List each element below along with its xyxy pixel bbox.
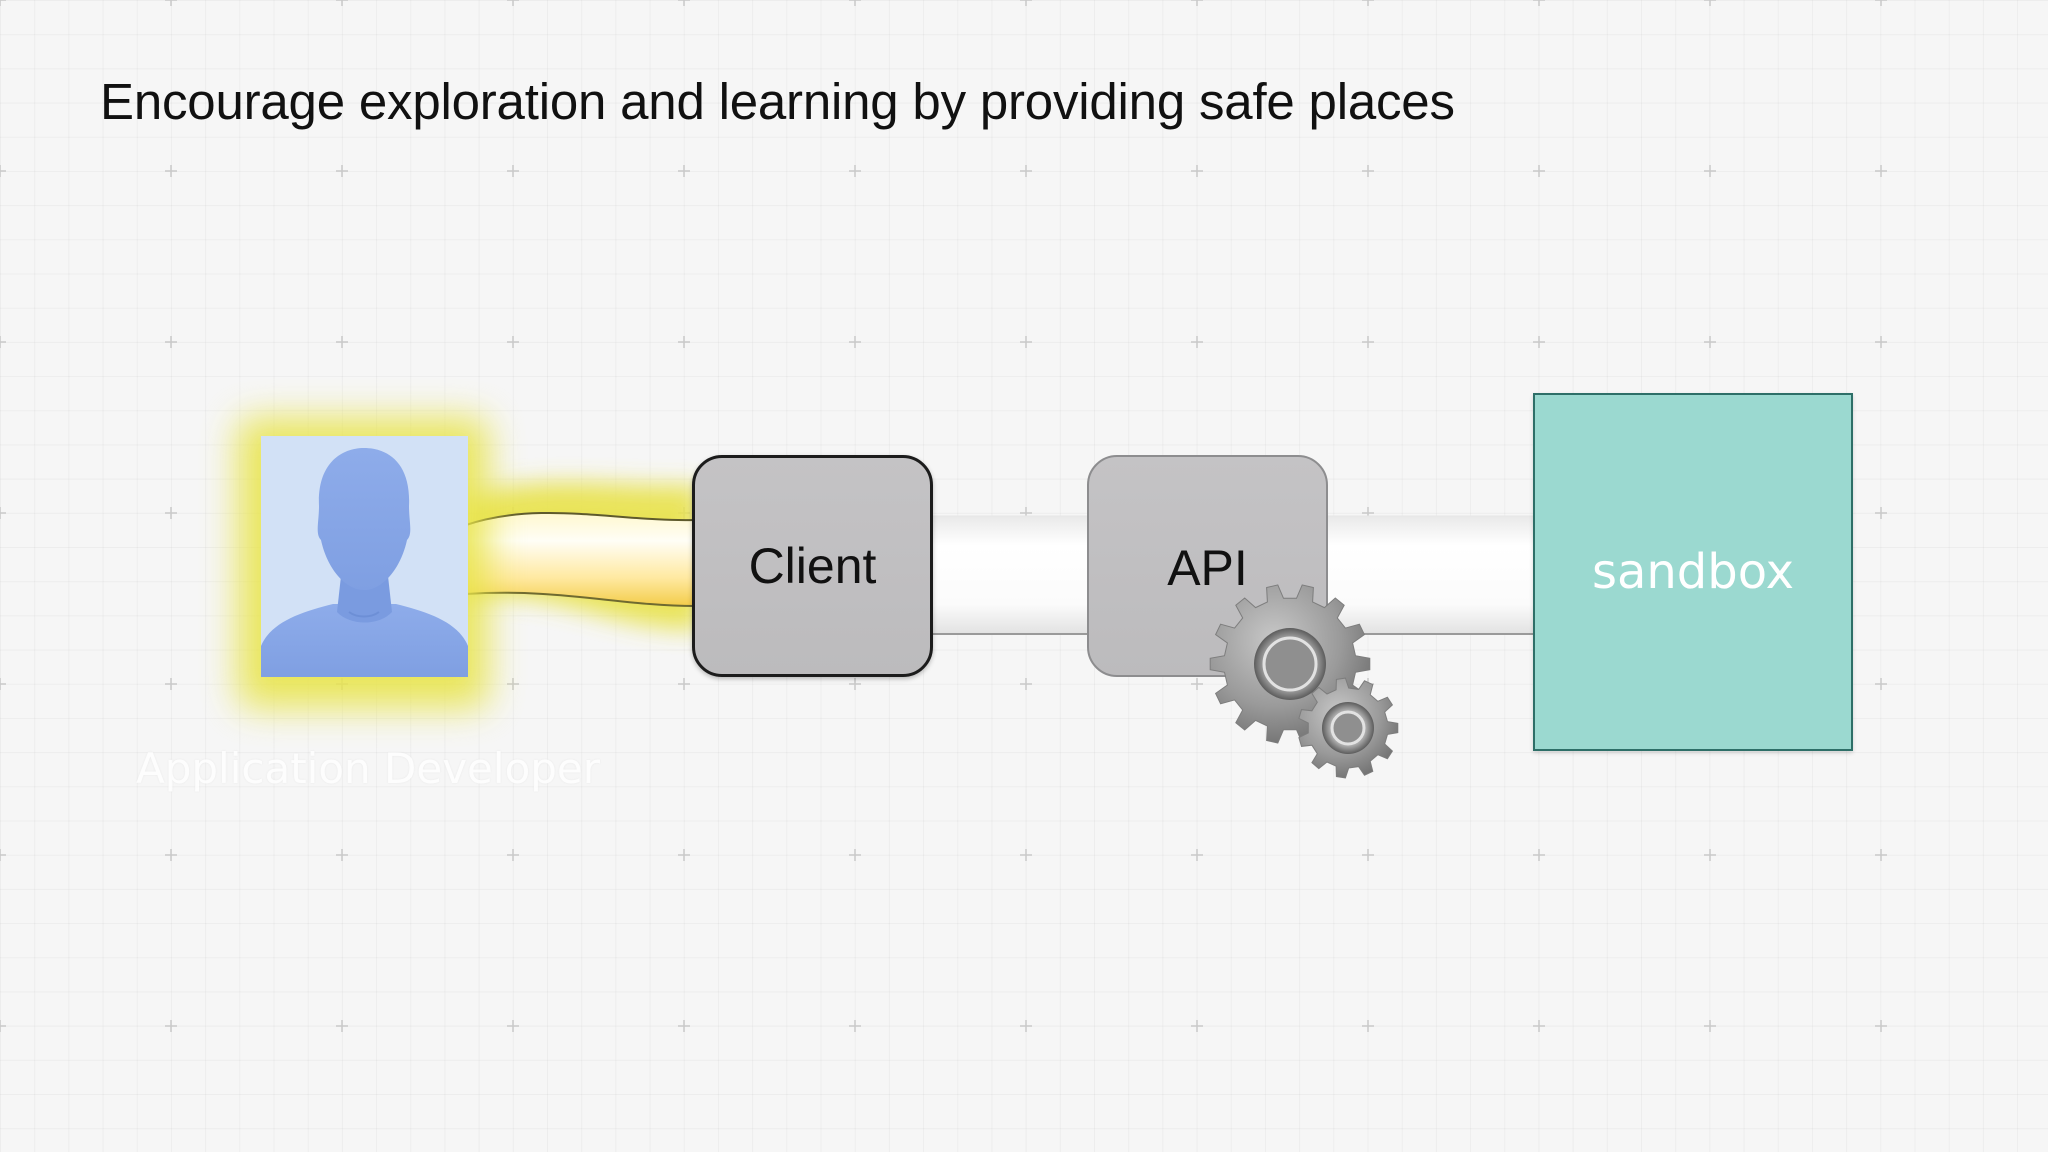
- small-gear-icon: [1298, 677, 1399, 779]
- slide-title: Encourage exploration and learning by pr…: [100, 73, 1455, 130]
- person-silhouette-icon: [261, 436, 468, 677]
- sandbox-node-label: sandbox: [1591, 544, 1795, 600]
- sandbox-node[interactable]: sandbox: [1533, 393, 1853, 751]
- gears-icon: [1209, 584, 1399, 779]
- client-node-label: Client: [748, 538, 877, 594]
- connector-client-api: [925, 515, 1095, 635]
- connector-developer-client: [460, 482, 700, 630]
- actor-label: Application Developer: [136, 744, 601, 793]
- api-node-label: API: [1167, 540, 1248, 596]
- connector-api-sandbox: [1320, 515, 1540, 635]
- actor-card[interactable]: [261, 436, 468, 677]
- client-node[interactable]: Client: [692, 455, 933, 677]
